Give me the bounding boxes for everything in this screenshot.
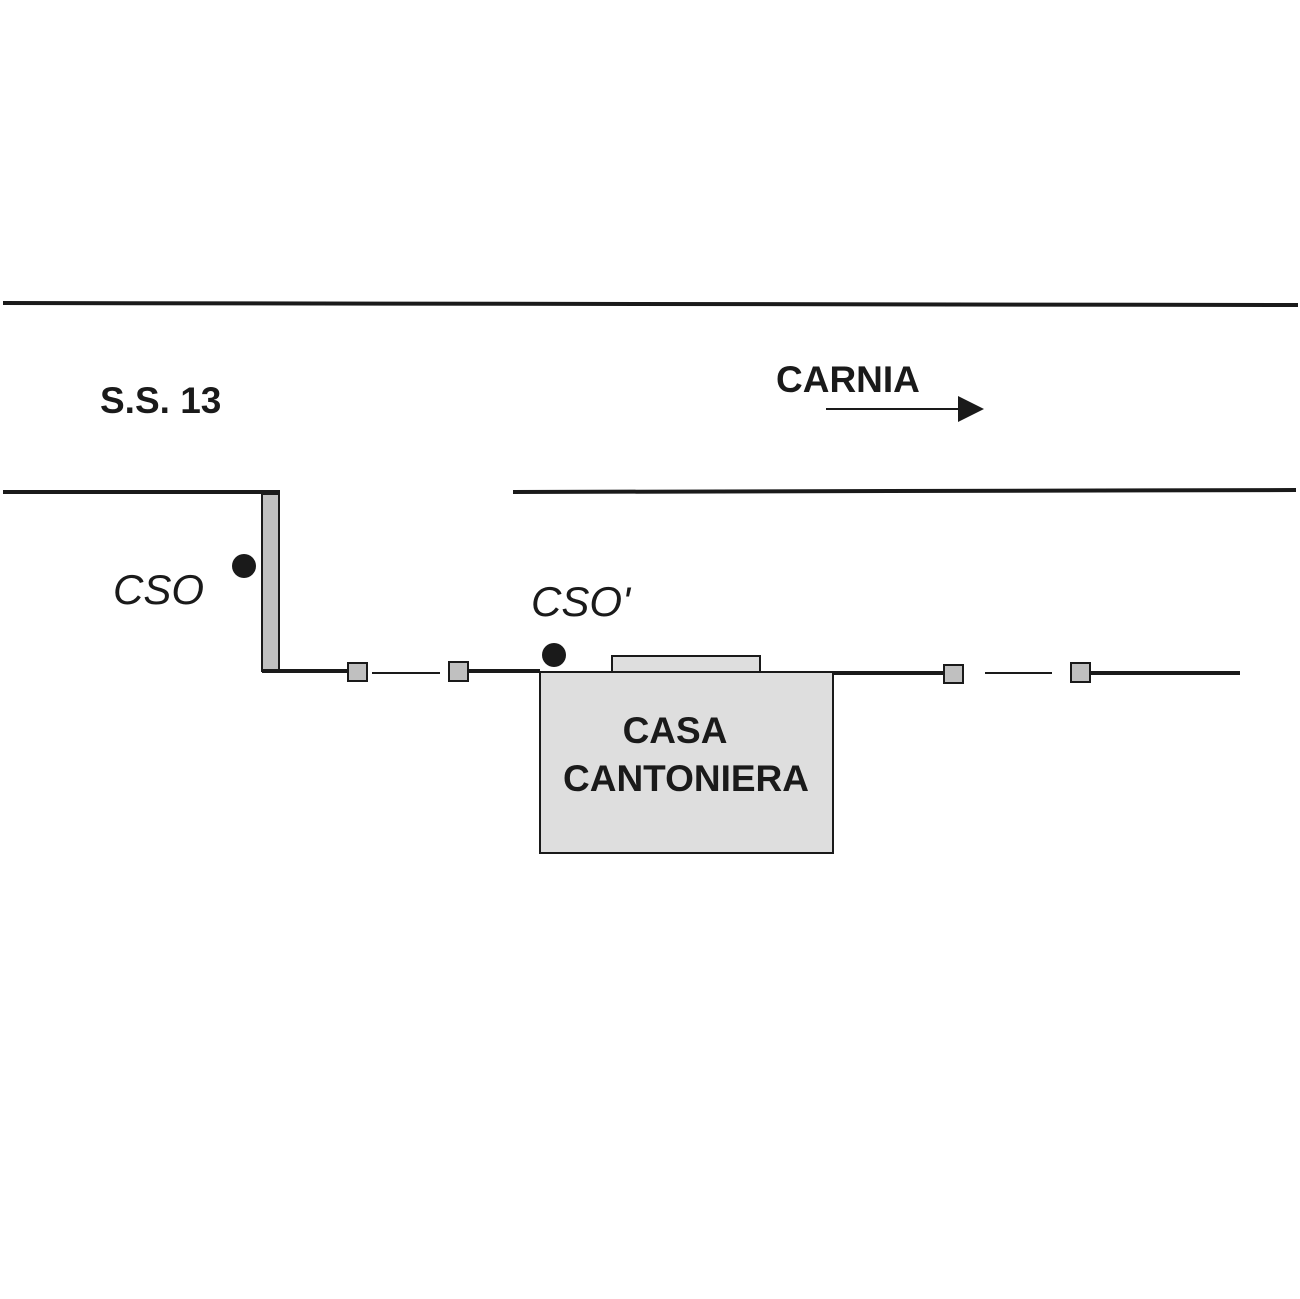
wall-vertical: [261, 493, 280, 672]
point-cso-marker: [232, 554, 256, 578]
road-edge-bottom-right: [512, 488, 1297, 494]
direction-label: CARNIA: [776, 359, 920, 400]
point-cso-prime-label: CSO': [531, 578, 632, 625]
building-annex: [611, 655, 761, 673]
building-label-line2: CANTONIERA: [563, 758, 809, 799]
road-label: S.S. 13: [100, 380, 221, 421]
fence-post: [347, 662, 368, 682]
building-label-line1: CASA: [623, 710, 728, 751]
arrow-right-icon: [826, 396, 984, 422]
road-edge-top: [2, 301, 1299, 307]
fence-post: [1070, 662, 1091, 683]
point-cso-prime-marker: [542, 643, 566, 667]
fence-post: [448, 661, 469, 682]
fence-post: [943, 664, 964, 684]
building-casa-cantoniera: [539, 671, 834, 854]
point-cso-label: CSO: [113, 566, 204, 613]
